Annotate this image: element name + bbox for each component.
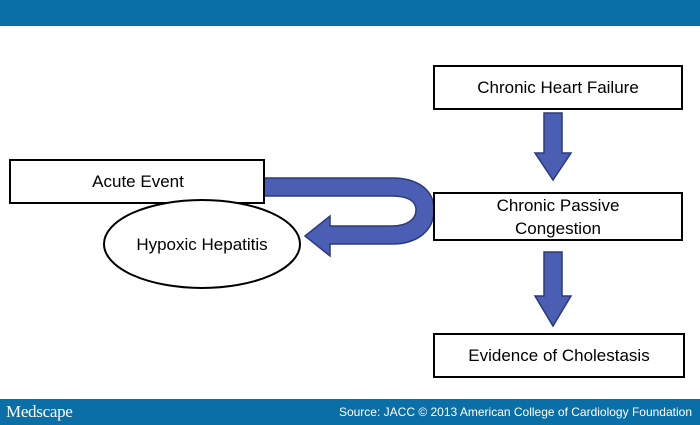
hypoxic-hepatitis-node: Hypoxic Hepatitis — [103, 199, 301, 289]
down-arrow-bottom — [533, 251, 573, 328]
medscape-logo: Medscape — [6, 402, 73, 421]
evidence-of-cholestasis-node: Evidence of Cholestasis — [433, 333, 685, 378]
flow-diagram: Chronic Heart Failure Acute Event Chroni… — [9, 65, 685, 378]
header-bar — [0, 0, 700, 26]
chronic-passive-congestion-label-line1: Chronic Passive — [497, 196, 620, 215]
chronic-passive-congestion-label-line2: Congestion — [515, 219, 601, 238]
chronic-passive-congestion-node: Chronic Passive Congestion — [433, 192, 683, 241]
acute-event-label: Acute Event — [92, 172, 184, 191]
hypoxic-hepatitis-label: Hypoxic Hepatitis — [136, 235, 267, 254]
acute-event-node: Acute Event — [9, 159, 265, 204]
source-citation: Source: JACC © 2013 American College of … — [338, 405, 692, 419]
down-arrow-top — [533, 112, 573, 182]
evidence-of-cholestasis-label: Evidence of Cholestasis — [468, 346, 649, 365]
u-turn-arrow — [263, 177, 435, 258]
chronic-heart-failure-node: Chronic Heart Failure — [433, 65, 683, 110]
footer-bar: Medscape Source: JACC © 2013 American Co… — [0, 399, 700, 425]
chronic-heart-failure-label: Chronic Heart Failure — [477, 78, 639, 97]
